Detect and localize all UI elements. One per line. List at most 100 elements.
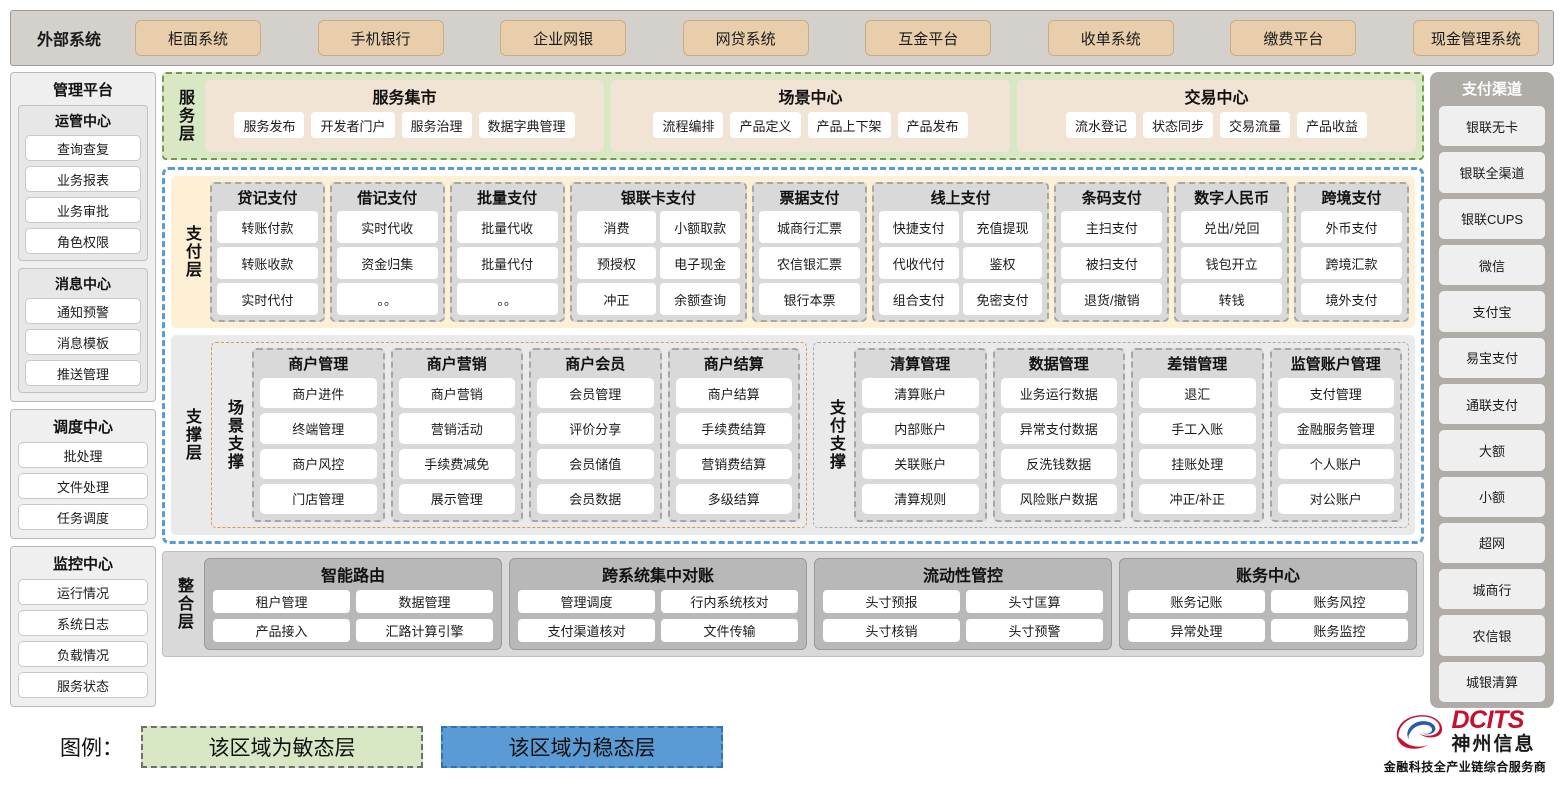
support-item[interactable]: 营销活动 (399, 413, 516, 443)
payment-item[interactable]: 境外支付 (1301, 283, 1402, 315)
payment-item[interactable]: 鉴权 (963, 247, 1043, 279)
integration-item[interactable]: 账务记账 (1128, 590, 1265, 613)
support-item[interactable]: 评价分享 (537, 413, 654, 443)
integration-item[interactable]: 头寸匡算 (966, 590, 1103, 613)
integration-item[interactable]: 文件传输 (661, 619, 798, 642)
payment-item[interactable]: 转账付款 (217, 211, 318, 243)
integration-item[interactable]: 账务风控 (1271, 590, 1408, 613)
support-item[interactable]: 反洗钱数据 (1001, 449, 1118, 479)
support-item[interactable]: 商户风控 (260, 449, 377, 479)
service-item[interactable]: 产品上下架 (808, 112, 891, 138)
support-item[interactable]: 冲正/补正 (1139, 484, 1256, 514)
support-item[interactable]: 风险账户数据 (1001, 484, 1118, 514)
service-item[interactable]: 产品收益 (1297, 112, 1367, 138)
service-item[interactable]: 流程编排 (653, 112, 723, 138)
support-item[interactable]: 商户结算 (676, 378, 793, 408)
management-item[interactable]: 查询查复 (25, 135, 141, 161)
management-item[interactable]: 通知预警 (25, 298, 141, 324)
external-system-chip[interactable]: 手机银行 (318, 20, 444, 56)
support-item[interactable]: 终端管理 (260, 413, 377, 443)
payment-channel-item[interactable]: 银联无卡 (1439, 106, 1545, 146)
external-system-chip[interactable]: 网贷系统 (683, 20, 809, 56)
payment-item[interactable]: 免密支付 (963, 283, 1043, 315)
service-item[interactable]: 流水登记 (1066, 112, 1136, 138)
payment-item[interactable]: 主扫支付 (1061, 211, 1162, 243)
external-system-chip[interactable]: 现金管理系统 (1413, 20, 1539, 56)
service-item[interactable]: 服务治理 (402, 112, 472, 138)
payment-channel-item[interactable]: 超网 (1439, 523, 1545, 563)
support-item[interactable]: 个人账户 (1278, 449, 1395, 479)
payment-channel-item[interactable]: 小额 (1439, 477, 1545, 517)
payment-item[interactable]: 转账收款 (217, 247, 318, 279)
integration-item[interactable]: 头寸核销 (823, 619, 960, 642)
management-item[interactable]: 系统日志 (18, 610, 148, 636)
support-item[interactable]: 清算账户 (862, 378, 979, 408)
support-item[interactable]: 清算规则 (862, 484, 979, 514)
management-item[interactable]: 推送管理 (25, 360, 141, 386)
support-item[interactable]: 会员储值 (537, 449, 654, 479)
service-item[interactable]: 开发者门户 (311, 112, 394, 138)
support-item[interactable]: 营销费结算 (676, 449, 793, 479)
support-item[interactable]: 挂账处理 (1139, 449, 1256, 479)
payment-item[interactable]: 预授权 (577, 247, 657, 279)
external-system-chip[interactable]: 企业网银 (500, 20, 626, 56)
payment-item[interactable]: 批量代付 (457, 247, 558, 279)
payment-item[interactable]: 银行本票 (759, 283, 860, 315)
management-item[interactable]: 任务调度 (18, 504, 148, 530)
service-item[interactable]: 状态同步 (1143, 112, 1213, 138)
support-item[interactable]: 对公账户 (1278, 484, 1395, 514)
support-item[interactable]: 手工入账 (1139, 413, 1256, 443)
payment-item[interactable]: 转钱 (1181, 283, 1282, 315)
management-item[interactable]: 批处理 (18, 442, 148, 468)
integration-item[interactable]: 头寸预报 (823, 590, 960, 613)
payment-item[interactable]: 实时代收 (337, 211, 438, 243)
payment-channel-item[interactable]: 大额 (1439, 430, 1545, 470)
payment-item[interactable]: 电子现金 (660, 247, 740, 279)
payment-item[interactable]: 钱包开立 (1181, 247, 1282, 279)
payment-channel-item[interactable]: 支付宝 (1439, 291, 1545, 331)
payment-item[interactable]: 批量代收 (457, 211, 558, 243)
payment-item[interactable]: 城商行汇票 (759, 211, 860, 243)
support-item[interactable]: 金融服务管理 (1278, 413, 1395, 443)
payment-channel-item[interactable]: 城商行 (1439, 569, 1545, 609)
integration-item[interactable]: 行内系统核对 (661, 590, 798, 613)
service-item[interactable]: 数据字典管理 (479, 112, 575, 138)
integration-item[interactable]: 数据管理 (356, 590, 493, 613)
service-item[interactable]: 服务发布 (234, 112, 304, 138)
payment-channel-item[interactable]: 银联CUPS (1439, 199, 1545, 239)
integration-item[interactable]: 头寸预警 (966, 619, 1103, 642)
management-item[interactable]: 运行情况 (18, 579, 148, 605)
support-item[interactable]: 内部账户 (862, 413, 979, 443)
payment-item[interactable]: 外币支付 (1301, 211, 1402, 243)
support-item[interactable]: 手续费减免 (399, 449, 516, 479)
management-item[interactable]: 负载情况 (18, 641, 148, 667)
management-item[interactable]: 服务状态 (18, 672, 148, 698)
support-item[interactable]: 商户营销 (399, 378, 516, 408)
payment-item[interactable]: 充值提现 (963, 211, 1043, 243)
management-item[interactable]: 文件处理 (18, 473, 148, 499)
payment-channel-item[interactable]: 微信 (1439, 245, 1545, 285)
payment-item[interactable]: 组合支付 (879, 283, 959, 315)
payment-item[interactable]: 兑出/兑回 (1181, 211, 1282, 243)
integration-item[interactable]: 产品接入 (213, 619, 350, 642)
payment-channel-item[interactable]: 易宝支付 (1439, 338, 1545, 378)
payment-item[interactable]: 农信银汇票 (759, 247, 860, 279)
service-item[interactable]: 交易流量 (1220, 112, 1290, 138)
payment-item[interactable]: 余额查询 (660, 283, 740, 315)
integration-item[interactable]: 汇路计算引擎 (356, 619, 493, 642)
integration-item[interactable]: 管理调度 (518, 590, 655, 613)
payment-channel-item[interactable]: 城银清算 (1439, 662, 1545, 702)
payment-item[interactable]: 退货/撤销 (1061, 283, 1162, 315)
payment-item[interactable]: 被扫支付 (1061, 247, 1162, 279)
payment-item[interactable]: 小额取款 (660, 211, 740, 243)
support-item[interactable]: 异常支付数据 (1001, 413, 1118, 443)
integration-item[interactable]: 异常处理 (1128, 619, 1265, 642)
service-item[interactable]: 产品发布 (898, 112, 968, 138)
integration-item[interactable]: 租户管理 (213, 590, 350, 613)
support-item[interactable]: 多级结算 (676, 484, 793, 514)
payment-item[interactable]: 消费 (577, 211, 657, 243)
support-item[interactable]: 业务运行数据 (1001, 378, 1118, 408)
management-item[interactable]: 消息模板 (25, 329, 141, 355)
external-system-chip[interactable]: 收单系统 (1048, 20, 1174, 56)
service-item[interactable]: 产品定义 (730, 112, 800, 138)
